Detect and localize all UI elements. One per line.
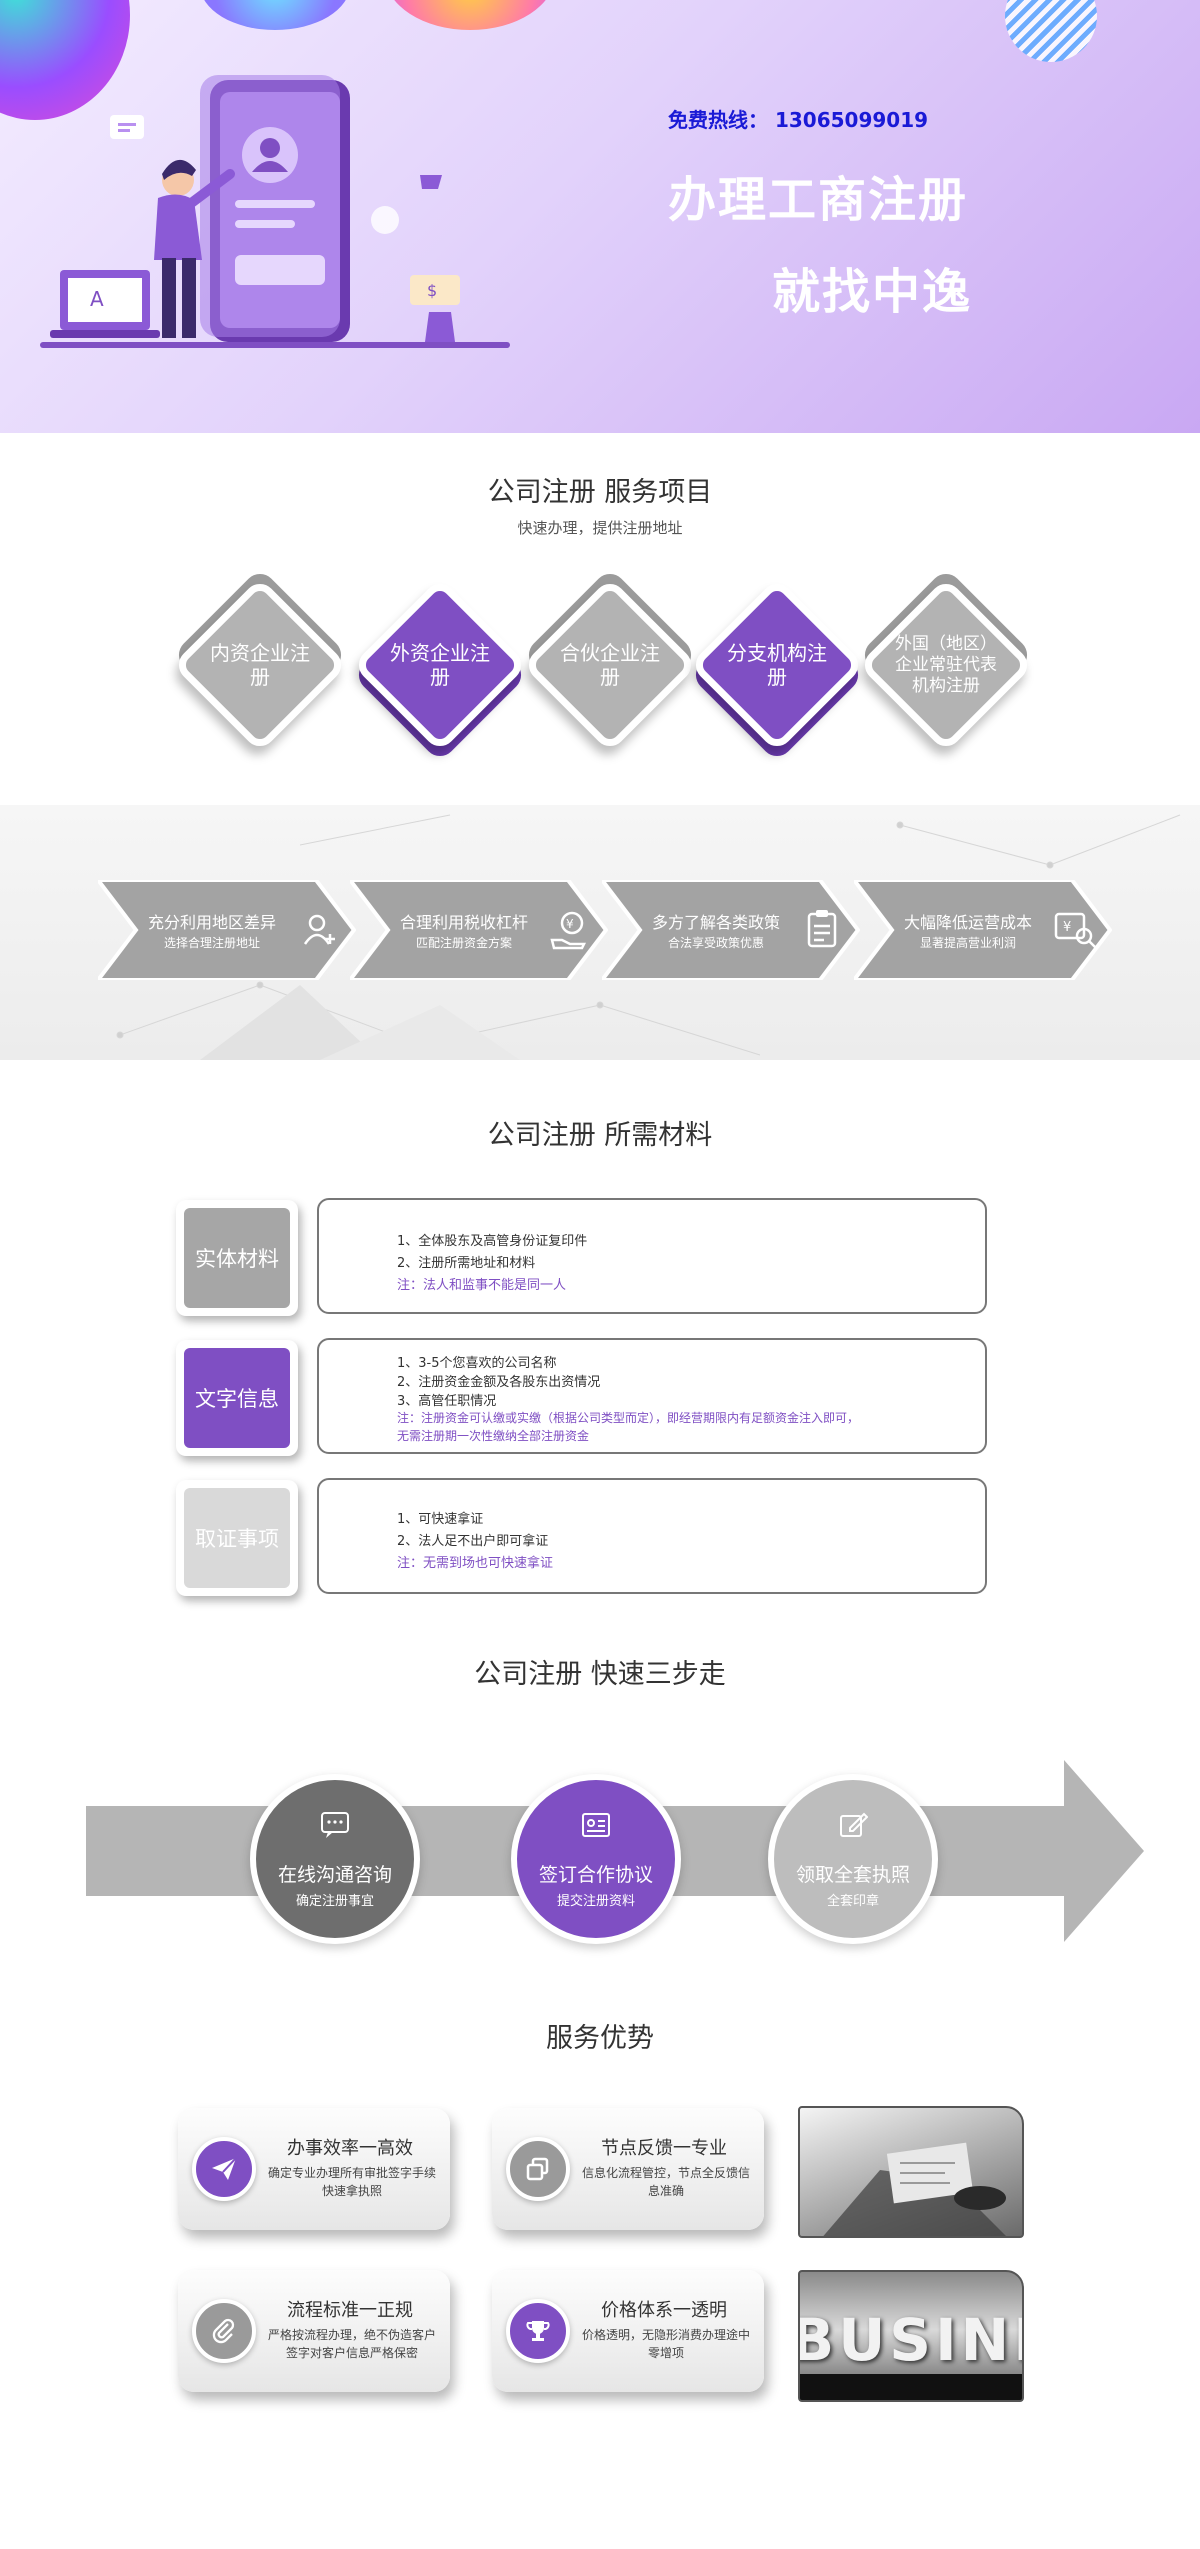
benefit-sub: 显著提高营业利润 <box>919 936 1016 950</box>
service-item-label: 外资企业注册 <box>390 641 490 689</box>
material-note: 注：注册资金可认缴或实缴（根据公司类型而定），即经营期限内有足额资金注入即可， <box>397 1411 860 1425</box>
advantage-card-pricing: 价格体系一透明 价格透明，无隐形消费办理途中零增项 <box>492 2270 764 2392</box>
benefit-arrow: 合理利用税收杠杆 匹配注册资金方案 ¥ <box>350 880 608 980</box>
step-license[interactable]: 领取全套执照 全套印章 <box>768 1774 938 1944</box>
step-title: 领取全套执照 <box>795 1864 910 1886</box>
benefit-title: 充分利用地区差异 <box>147 913 276 932</box>
service-item-foreign[interactable]: 外资企业注册 <box>350 575 530 763</box>
network-decor <box>116 814 1181 1060</box>
svg-text:¥: ¥ <box>566 917 574 931</box>
material-tag-label: 文字信息 <box>184 1348 290 1448</box>
service-item-partnership[interactable]: 合伙企业注册 <box>520 567 700 755</box>
material-line: 2、注册资金金额及各股东出资情况 <box>397 1375 601 1390</box>
advantage-title: 流程标准一正规 <box>287 2300 413 2321</box>
phone-illustration: A $ <box>40 75 510 348</box>
paperclip-icon <box>192 2299 256 2363</box>
svg-text:A: A <box>90 287 104 311</box>
benefit-arrow: 多方了解各类政策 合法享受政策优惠 <box>602 880 860 980</box>
hotline-text[interactable]: 免费热线： 13065099019 <box>668 108 929 132</box>
material-tag: 实体材料 <box>176 1200 298 1316</box>
services-title: 公司注册 服务项目 <box>487 477 713 508</box>
material-line: 2、注册所需地址和材料 <box>397 1256 536 1271</box>
advantage-desc: 信息化流程管控，节点全反馈信息准确 <box>581 2166 750 2198</box>
material-detail-box: 1、全体股东及高管身份证复印件 2、注册所需地址和材料 注：法人和监事不能是同一… <box>317 1198 987 1314</box>
material-tag-label: 取证事项 <box>184 1488 290 1588</box>
business-photo: BUSINESS <box>798 2270 1024 2402</box>
service-item-label: 分支机构注册 <box>727 641 827 689</box>
material-tag: 文字信息 <box>176 1340 298 1456</box>
advantage-card-efficiency: 办事效率一高效 确定专业办理所有审批签字手续快速拿执照 <box>178 2108 450 2230</box>
office-photo <box>798 2106 1024 2238</box>
copy-icon <box>506 2137 570 2201</box>
benefit-arrow: 大幅降低运营成本 显著提高营业利润 ¥ <box>854 880 1112 980</box>
advantage-card-feedback: 节点反馈一专业 信息化流程管控，节点全反馈信息准确 <box>492 2108 764 2230</box>
service-item-representative[interactable]: 外国（地区）企业常驻代表机构注册 <box>856 567 1036 755</box>
benefit-title: 大幅降低运营成本 <box>903 913 1032 932</box>
hero-title-sub: 就找中逸 <box>772 264 973 320</box>
material-detail-box: 1、可快速拿证 2、法人足不出户即可拿证 注：无需到场也可快速拿证 <box>317 1478 987 1594</box>
step-contract[interactable]: 签订合作协议 提交注册资料 <box>511 1774 681 1944</box>
advantage-desc: 严格按流程办理，绝不伪造客户签字对客户信息严格保密 <box>267 2328 436 2360</box>
user-add-icon <box>303 914 335 945</box>
money-search-icon: ¥ <box>1054 912 1096 948</box>
benefit-title: 多方了解各类政策 <box>651 913 780 932</box>
material-note: 注：法人和监事不能是同一人 <box>397 1278 567 1293</box>
step-sub: 全套印章 <box>826 1894 879 1909</box>
paper-plane-icon <box>192 2137 256 2201</box>
material-line: 1、可快速拿证 <box>397 1512 484 1527</box>
chat-icon <box>321 1812 349 1838</box>
benefit-sub: 匹配注册资金方案 <box>415 936 512 950</box>
advantage-title: 节点反馈一专业 <box>601 2138 727 2159</box>
step-title: 签订合作协议 <box>538 1864 653 1886</box>
material-tag-label: 实体材料 <box>184 1208 290 1308</box>
material-line: 2、法人足不出户即可拿证 <box>397 1534 549 1549</box>
service-item-label: 外国（地区）企业常驻代表机构注册 <box>895 633 997 696</box>
advantage-card-process: 流程标准一正规 严格按流程办理，绝不伪造客户签字对客户信息严格保密 <box>178 2270 450 2392</box>
material-note: 无需注册期一次性缴纳全部注册资金 <box>397 1429 590 1443</box>
step-title: 在线沟通咨询 <box>277 1864 392 1886</box>
material-detail-box: 1、3-5个您喜欢的公司名称 2、注册资金金额及各股东出资情况 3、高管任职情况… <box>317 1338 987 1454</box>
advantages-title: 服务优势 <box>546 2023 654 2054</box>
contract-icon <box>582 1813 610 1837</box>
material-tag: 取证事项 <box>176 1480 298 1596</box>
decor-blob <box>385 0 555 30</box>
step-consult[interactable]: 在线沟通咨询 确定注册事宜 <box>250 1774 420 1944</box>
benefit-sub: 选择合理注册地址 <box>163 936 260 950</box>
svg-text:$: $ <box>427 281 437 300</box>
service-item-label: 合伙企业注册 <box>560 641 660 689</box>
benefit-arrow: 充分利用地区差异 选择合理注册地址 <box>98 880 356 980</box>
benefit-sub: 合法享受政策优惠 <box>667 936 764 950</box>
material-note: 注：无需到场也可快速拿证 <box>397 1556 554 1571</box>
service-item-domestic[interactable]: 内资企业注册 <box>170 567 350 755</box>
advantage-desc: 价格透明，无隐形消费办理途中零增项 <box>581 2328 750 2360</box>
services-subtitle: 快速办理，提供注册地址 <box>517 519 683 537</box>
clipboard-icon <box>807 910 837 948</box>
material-line: 1、全体股东及高管身份证复印件 <box>397 1234 588 1249</box>
materials-title: 公司注册 所需材料 <box>487 1120 713 1151</box>
hero-banner: A $ 免费热线： 13065099019 办理工商注册 就找中逸 <box>0 0 1200 433</box>
advantage-desc: 确定专业办理所有审批签字手续快速拿执照 <box>267 2166 436 2198</box>
hero-title: 办理工商注册 <box>668 172 969 228</box>
step-sub: 提交注册资料 <box>556 1894 635 1909</box>
steps-title: 公司注册 快速三步走 <box>474 1659 726 1690</box>
benefit-title: 合理利用税收杠杆 <box>399 913 528 932</box>
svg-text:¥: ¥ <box>1063 920 1071 935</box>
decor-blob <box>200 0 350 30</box>
material-line: 3、高管任职情况 <box>397 1394 497 1409</box>
business-photo-text: BUSINESS <box>798 2306 1022 2374</box>
service-item-branch[interactable]: 分支机构注册 <box>687 575 867 763</box>
material-line: 1、3-5个您喜欢的公司名称 <box>397 1356 557 1371</box>
step-sub: 确定注册事宜 <box>295 1894 374 1909</box>
trophy-icon <box>506 2299 570 2363</box>
money-hand-icon: ¥ <box>550 911 587 950</box>
advantage-title: 办事效率一高效 <box>287 2138 413 2159</box>
advantage-title: 价格体系一透明 <box>601 2300 727 2321</box>
service-item-label: 内资企业注册 <box>210 641 310 689</box>
decor-striped-ball <box>1005 0 1097 62</box>
edit-icon <box>840 1812 868 1837</box>
